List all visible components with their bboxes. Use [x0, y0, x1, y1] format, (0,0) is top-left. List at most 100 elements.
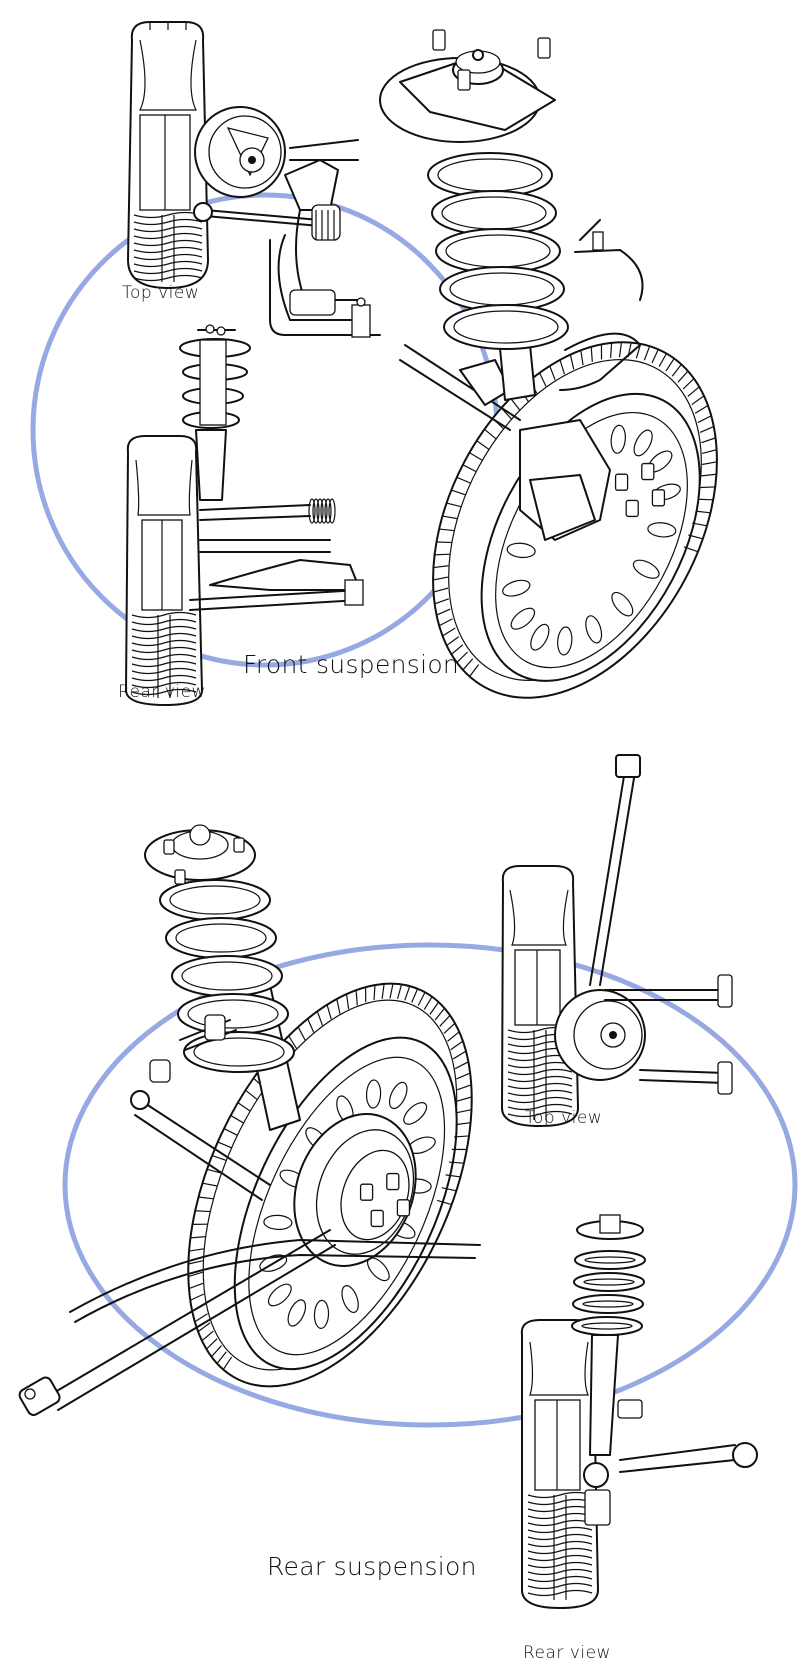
- tread-mark: [131, 618, 197, 626]
- tire-tread-line: [445, 1174, 461, 1178]
- tire-tread-line: [454, 1135, 470, 1138]
- tire-tread-line: [188, 1271, 203, 1278]
- tire-tread-line: [211, 1345, 222, 1358]
- tire-tread-line: [569, 354, 575, 370]
- tread-mark: [527, 1519, 593, 1527]
- spring-coil-inner: [169, 885, 261, 915]
- tire-tread-line: [688, 534, 703, 540]
- wheel-slot: [263, 1214, 293, 1231]
- tire-tread-line: [201, 1330, 214, 1342]
- lug-nut: [641, 462, 655, 481]
- tire-tread-line: [442, 627, 456, 637]
- tire-tread-line: [434, 553, 450, 556]
- tire-tread-line: [423, 996, 433, 1010]
- tread-mark: [527, 1589, 593, 1597]
- tread-mark: [527, 1547, 593, 1555]
- tread-mark: [527, 1533, 593, 1541]
- tire-tread-line: [683, 546, 699, 553]
- tread-mark: [507, 1089, 573, 1097]
- tire-tread-line: [702, 461, 718, 466]
- front-top-view-label: Top view: [122, 283, 200, 303]
- tread-mark: [527, 1505, 593, 1513]
- front-highlight-ellipse: [30, 192, 500, 668]
- tread-mark: [133, 211, 203, 219]
- lug-nut: [386, 1172, 400, 1191]
- tread-mark: [507, 1075, 573, 1083]
- tread-mark: [133, 267, 203, 275]
- tire-tread-line: [469, 452, 483, 461]
- tire-tread-line: [700, 486, 716, 489]
- tire-tread-line: [230, 1114, 244, 1124]
- rear-highlight-ellipse: [62, 942, 798, 1428]
- tire-tread-line: [456, 1084, 472, 1091]
- rear-suspension-title: Rear suspension: [267, 1552, 477, 1581]
- tire-tread-line: [202, 1182, 218, 1187]
- tire-tread-line: [194, 1313, 208, 1323]
- tread-mark: [131, 688, 197, 696]
- tire-tread-line: [417, 992, 426, 1006]
- tire-tread-line: [687, 386, 700, 397]
- tread-mark: [507, 1103, 573, 1111]
- tire-tread-line: [559, 359, 565, 375]
- tread-mark: [133, 218, 203, 226]
- spring-coil: [572, 1294, 644, 1314]
- tire-tread-line: [590, 346, 593, 362]
- front-suspension-group: [30, 21, 718, 706]
- spring-coil: [573, 1272, 645, 1292]
- cv-boot-ridge: [328, 498, 336, 524]
- tread-mark: [507, 1096, 573, 1104]
- cv-boot-ridge: [320, 498, 328, 524]
- tire-tread-line: [345, 994, 350, 1010]
- tire-tread-line: [454, 1061, 469, 1070]
- wheel-slot: [647, 522, 677, 538]
- tread-mark: [527, 1512, 593, 1520]
- tread-mark: [507, 1110, 573, 1118]
- tread-mark: [507, 1061, 573, 1069]
- cv-boot-ridge: [324, 498, 332, 524]
- tire-tread-line: [456, 1072, 471, 1080]
- tire-tread-line: [443, 1022, 456, 1034]
- wheel-slot: [510, 607, 536, 630]
- tire-tread-line: [188, 1260, 204, 1265]
- rear-rear-view-label: Rear view: [523, 1643, 611, 1663]
- wheel-slot: [502, 579, 531, 597]
- rear-main-assembly-drawing: [18, 824, 481, 1416]
- tire-tread-line: [671, 364, 682, 377]
- tire-tread-line: [441, 1187, 457, 1192]
- spring-coil-inner: [582, 1300, 634, 1308]
- tire-tread-line: [439, 528, 455, 532]
- tread-mark: [133, 246, 203, 254]
- tire-tread-line: [434, 1007, 446, 1021]
- tire-tread-line: [451, 644, 464, 655]
- tire-tread-line: [245, 1089, 258, 1101]
- tread-mark: [527, 1561, 593, 1569]
- tire-tread-line: [701, 449, 717, 455]
- tread-mark: [131, 646, 197, 654]
- tire-tread-line: [429, 1001, 440, 1015]
- tire-tread-line: [188, 1248, 205, 1252]
- wheel-slot: [585, 615, 603, 644]
- wheel-slot: [388, 1081, 408, 1110]
- tire-tread-line: [436, 608, 451, 616]
- wheel-slot: [287, 1299, 307, 1327]
- spring-coil: [574, 1250, 646, 1270]
- tire-tread-line: [699, 426, 715, 433]
- wheel-slot: [267, 1283, 292, 1307]
- tire-tread-line: [456, 476, 471, 484]
- lug-nut: [614, 473, 629, 491]
- tire-tread-line: [682, 378, 695, 390]
- front-main-assembly-drawing: [379, 29, 718, 699]
- tire-tread-line: [651, 349, 659, 364]
- lug-nut: [651, 489, 666, 507]
- spring-coil-inner: [584, 1256, 636, 1264]
- tread-mark: [131, 674, 197, 682]
- tire-tread-line: [549, 365, 556, 381]
- tread-mark: [133, 225, 203, 233]
- wheel-slot: [341, 1285, 359, 1314]
- tire-tread-line: [456, 651, 468, 663]
- wheel-slot: [557, 626, 573, 656]
- front-suspension-title: Front suspension: [243, 650, 460, 679]
- tire-tread-line: [658, 353, 668, 367]
- tire-tread-line: [462, 464, 477, 473]
- tread-mark: [131, 611, 197, 619]
